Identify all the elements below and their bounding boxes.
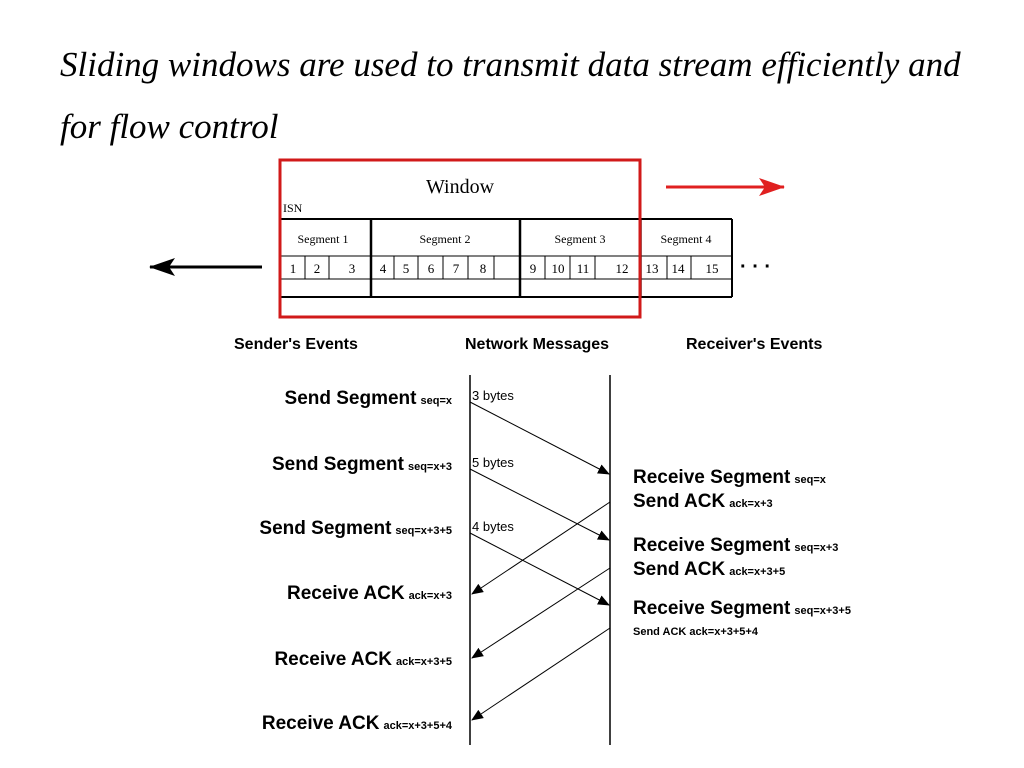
ellipsis-dots: · · · <box>740 256 771 278</box>
segment-message-2 <box>469 468 610 541</box>
window-frame <box>278 158 642 319</box>
title-line-2: for flow control <box>60 107 279 146</box>
byte-number-14: 14 <box>672 261 686 276</box>
segment-message-1 <box>469 401 610 475</box>
byte-number-10: 10 <box>552 261 565 276</box>
byte-number-8: 8 <box>480 261 487 276</box>
byte-number-13: 13 <box>646 261 659 276</box>
bytes-label-3: 4 bytes <box>472 519 514 534</box>
title-line-1: Sliding windows are used to transmit dat… <box>60 45 961 84</box>
byte-number-7: 7 <box>453 261 460 276</box>
byte-number-2: 2 <box>314 261 321 276</box>
bytes-label-1: 3 bytes <box>472 388 514 403</box>
sender-events-heading: Sender's Events <box>234 336 358 353</box>
segment-label-2: Segment 2 <box>420 232 471 246</box>
segment-label-3: Segment 3 <box>555 232 606 246</box>
byte-number-5: 5 <box>403 261 410 276</box>
window-label: Window <box>426 176 495 198</box>
segment-table <box>281 218 733 298</box>
segment-label-1: Segment 1 <box>298 232 349 246</box>
segment-label-4: Segment 4 <box>661 232 712 246</box>
byte-number-9: 9 <box>530 261 537 276</box>
byte-number-11: 11 <box>577 261 590 276</box>
ack-message-3 <box>471 627 611 721</box>
ack-message-1 <box>471 501 611 595</box>
receiver-events-heading: Receiver's Events <box>686 336 823 353</box>
byte-number-3: 3 <box>349 261 356 276</box>
ack-message-2 <box>471 567 611 659</box>
slide-title: Sliding windows are used to transmit dat… <box>60 34 1000 158</box>
network-messages-heading: Network Messages <box>465 336 610 353</box>
message-arrows <box>469 401 611 721</box>
segment-message-3 <box>469 532 610 606</box>
isn-label: ISN <box>283 201 303 215</box>
bytes-label-2: 5 bytes <box>472 455 514 470</box>
byte-number-6: 6 <box>428 261 435 276</box>
byte-number-4: 4 <box>380 261 387 276</box>
byte-number-12: 12 <box>616 261 629 276</box>
byte-number-15: 15 <box>706 261 719 276</box>
byte-number-1: 1 <box>290 261 297 276</box>
